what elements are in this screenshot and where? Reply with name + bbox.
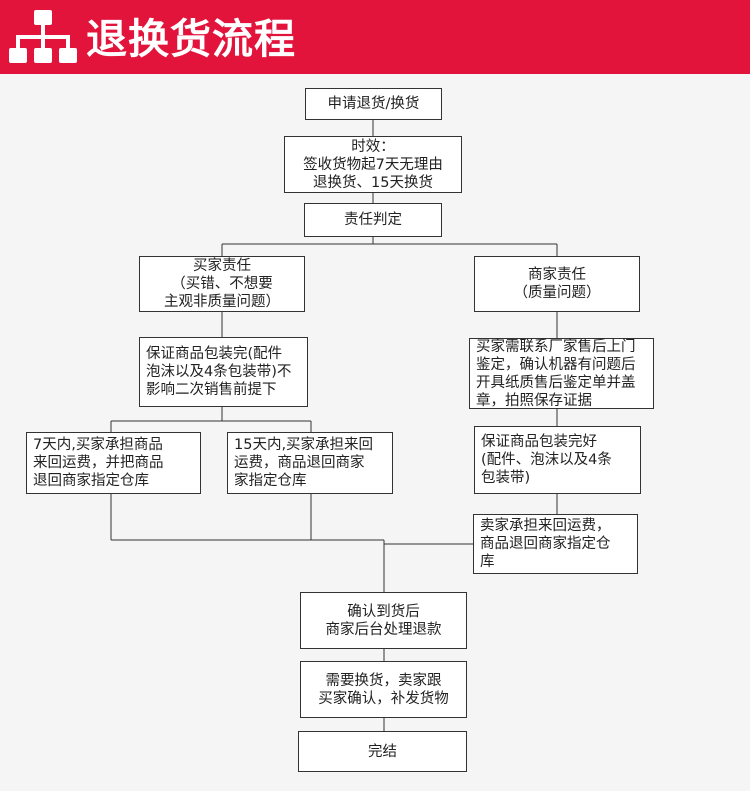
step-within-15-days: 15天内,买家承担来回 运费，商品退回商家 家指定仓库 bbox=[227, 432, 393, 494]
flow-connectors bbox=[110, 120, 558, 731]
flowchart: 申请退货/换货 时效： 签收货物起7天无理由 退换货、15天换货 责任判定 买家… bbox=[0, 74, 750, 791]
step-exchange: 需要换货，卖家跟 买家确认，补发货物 bbox=[300, 661, 467, 718]
step-within-7-days: 7天内,买家承担商品 来回运费，并把商品 退回商家指定仓库 bbox=[26, 432, 201, 494]
step-done: 完结 bbox=[298, 731, 467, 772]
step-apply: 申请退货/换货 bbox=[305, 88, 442, 120]
step-confirm-refund: 确认到货后 商家后台处理退款 bbox=[300, 592, 467, 649]
step-time-limit: 时效： 签收货物起7天无理由 退换货、15天换货 bbox=[284, 136, 462, 193]
branch-seller-fault: 商家责任 （质量问题） bbox=[474, 256, 640, 312]
page-title: 退换货流程 bbox=[86, 15, 296, 63]
org-chart-icon bbox=[9, 10, 77, 63]
branch-buyer-fault: 买家责任 （买错、不想要 主观非质量问题） bbox=[139, 256, 305, 312]
header-banner: 退换货流程 bbox=[0, 0, 750, 74]
step-seller-package: 保证商品包装完好 (配件、泡沫以及4条 包装带) bbox=[474, 426, 641, 494]
step-seller-shipping: 卖家承担来回运费， 商品退回商家指定仓 库 bbox=[473, 514, 638, 574]
step-seller-appraisal: 买家需联系厂家售后上门 鉴定，确认机器有问题后 开具纸质售后鉴定单并盖 章，拍照… bbox=[469, 338, 654, 409]
step-buyer-package: 保证商品包装完(配件 泡沫以及4条包装带)不 影响二次销售前提下 bbox=[139, 337, 308, 407]
step-judge: 责任判定 bbox=[304, 203, 442, 237]
